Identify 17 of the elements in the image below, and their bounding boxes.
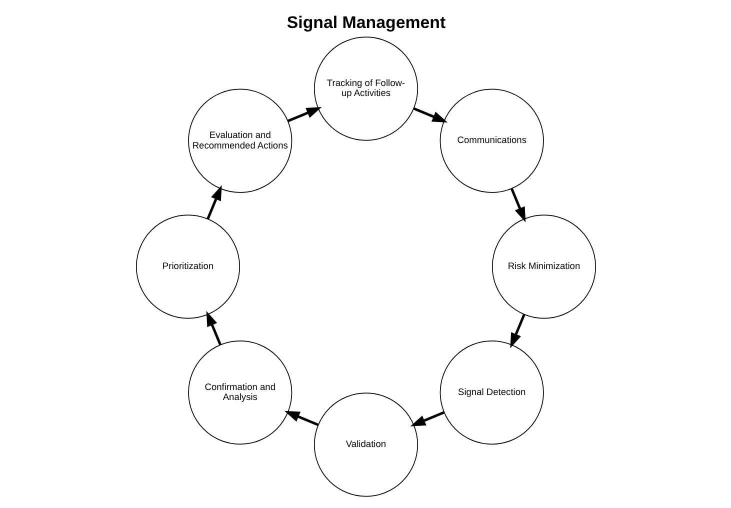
node-circle: Tracking of Follow-up Activities xyxy=(313,36,418,141)
node-circle: Prioritization xyxy=(135,214,240,319)
arrow xyxy=(410,411,444,426)
arrow xyxy=(412,107,448,122)
diagram-title: Signal Management xyxy=(286,12,446,32)
node-circle: Confirmation and Analysis xyxy=(188,340,292,445)
arrow xyxy=(206,185,222,220)
arrow xyxy=(510,314,525,348)
node-circle: Communications xyxy=(439,88,544,193)
arrow xyxy=(287,107,322,122)
node-circle: Validation xyxy=(313,392,418,497)
arrow xyxy=(510,188,526,222)
node-circle: Evaluation and Recommended Actions xyxy=(188,88,292,193)
arrow xyxy=(206,310,221,346)
node-circle: Risk Minimization xyxy=(491,214,596,319)
node-circle: Signal Detection xyxy=(439,340,544,445)
arrow xyxy=(284,410,318,426)
